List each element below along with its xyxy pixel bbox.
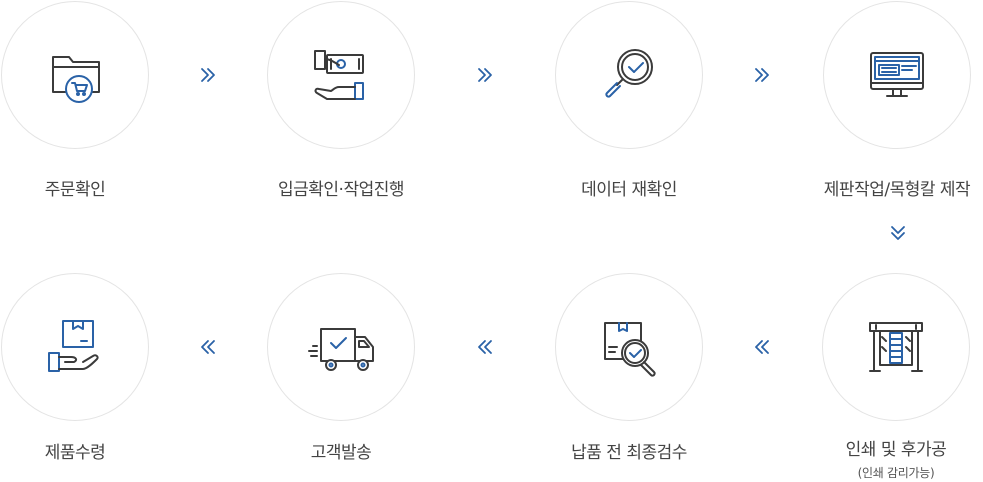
- printer-machine-icon: [869, 322, 923, 372]
- chevron-right-icon: [197, 64, 219, 86]
- chevron-right-icon: [751, 64, 773, 86]
- step-6-label: 납품 전 최종검수: [571, 443, 687, 463]
- box-inspect-icon: [604, 322, 656, 377]
- chevron-down-icon: [887, 222, 909, 244]
- step-5-circle: [822, 273, 970, 421]
- step-3-label: 데이터 재확인: [581, 180, 677, 200]
- money-hand-icon: [314, 50, 364, 100]
- step-7-label: 고객발송: [310, 443, 372, 463]
- step-1-label: 주문확인: [44, 180, 106, 200]
- chevron-right-icon: [474, 64, 496, 86]
- chevron-left-icon: [197, 336, 219, 358]
- step-5-label: 인쇄 및 후가공: [845, 440, 947, 460]
- monitor-icon: [870, 52, 924, 97]
- chevron-left-icon: [751, 336, 773, 358]
- step-2-label: 입금확인·작업진행: [277, 180, 405, 200]
- step-1-circle: [1, 1, 149, 149]
- delivery-truck-icon: [308, 328, 374, 371]
- chevron-left-icon: [474, 336, 496, 358]
- step-3-circle: [555, 1, 703, 149]
- step-5-sublabel: (인쇄 감리가능): [857, 466, 935, 480]
- step-6-circle: [555, 273, 703, 421]
- step-7-circle: [267, 273, 415, 421]
- step-4-circle: [823, 1, 971, 149]
- folder-cart-icon: [52, 56, 100, 103]
- step-2-circle: [267, 1, 415, 149]
- step-8-circle: [1, 273, 149, 421]
- step-4-label: 제판작업/목형칼 제작: [823, 180, 971, 200]
- magnifier-check-icon: [605, 49, 653, 98]
- step-8-label: 제품수령: [44, 443, 106, 463]
- box-hand-icon: [48, 320, 99, 372]
